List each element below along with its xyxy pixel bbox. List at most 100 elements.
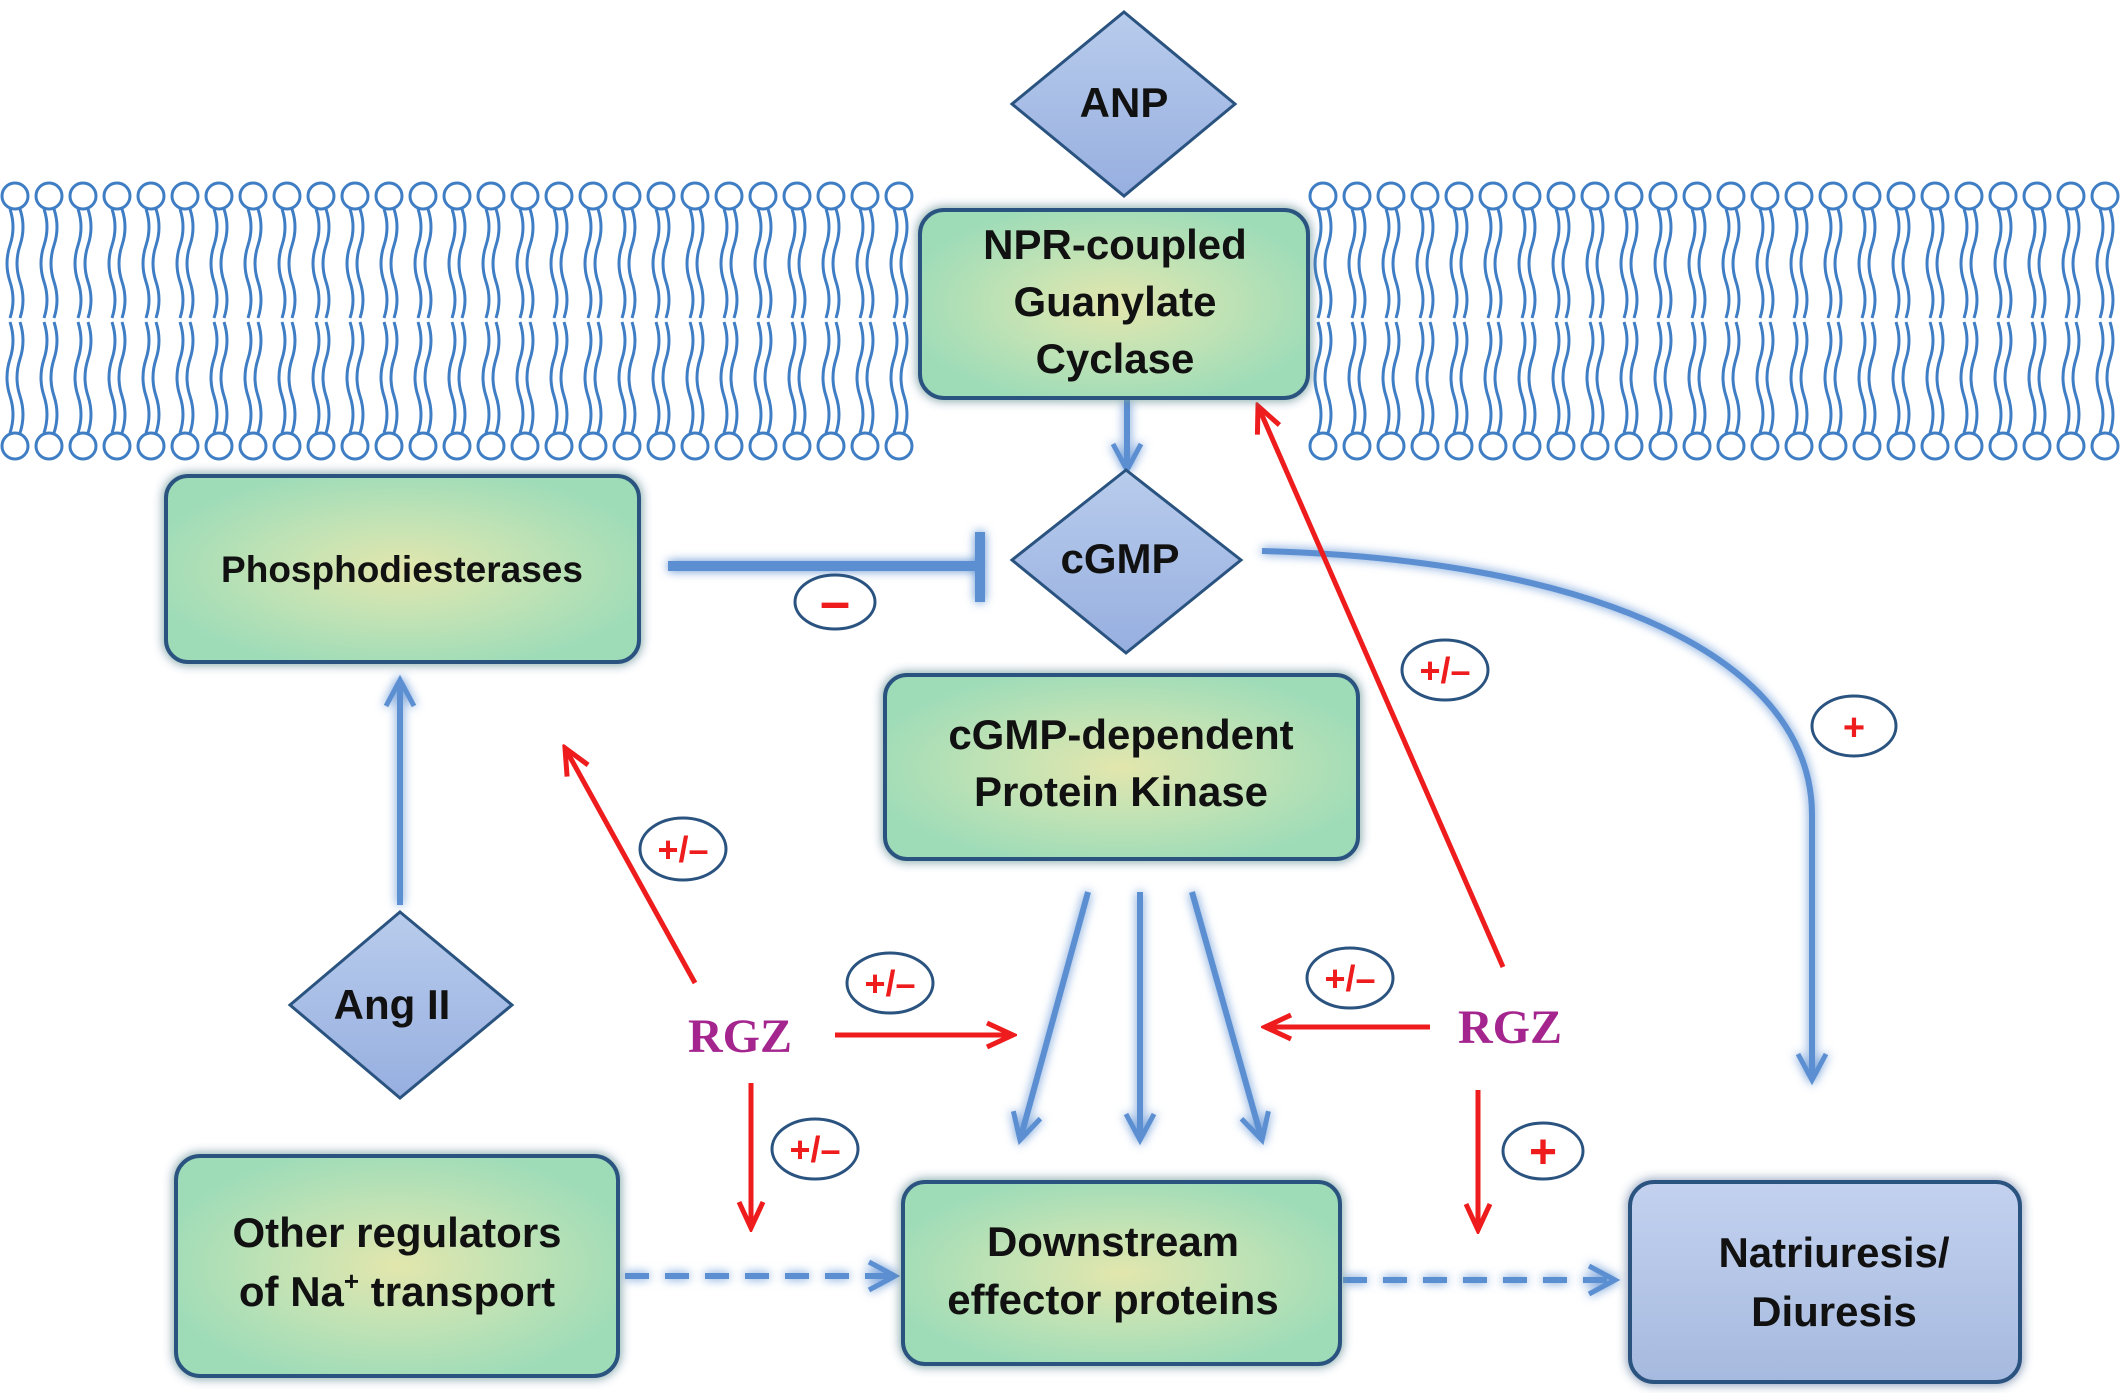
lipid-tail (49, 321, 59, 434)
lipid-head (816, 431, 846, 461)
lipid-head (1342, 181, 1372, 211)
lipid-tail (1323, 321, 1333, 434)
lipid-tail (1697, 208, 1707, 319)
lipid-tail (1357, 321, 1367, 434)
lipid-head (782, 181, 812, 211)
lipid-tail (277, 321, 287, 434)
lipid-tail (73, 208, 83, 319)
lipid-head (2022, 431, 2052, 461)
downstream-line1: Downstream (987, 1218, 1239, 1265)
lipid-tail (219, 208, 229, 319)
lipid-tail (389, 321, 399, 434)
lipid-head (1478, 431, 1508, 461)
lipid-tail (2095, 208, 2105, 319)
lipid-head (510, 181, 540, 211)
sign-rgz-right-down: + (1501, 1121, 1585, 1181)
lipid-head (136, 181, 166, 211)
lipid-head (1920, 181, 1950, 211)
lipid-tail (2071, 208, 2081, 319)
lipid-head (1546, 181, 1576, 211)
lipid-tail (1935, 321, 1945, 434)
lipid-tail (1527, 321, 1537, 434)
lipid-head (340, 431, 370, 461)
lipid-head (612, 181, 642, 211)
lipid-head (1954, 431, 1984, 461)
lipid-tail (1459, 321, 1469, 434)
lipid-head (782, 431, 812, 461)
lipid-tail (243, 321, 253, 434)
lipid-tail (1935, 208, 1945, 319)
lipid-tail (685, 321, 695, 434)
lipid-tail (151, 321, 161, 434)
lipid-tail (1697, 321, 1707, 434)
lipid-tail (2105, 321, 2115, 434)
lipid-tail (1415, 208, 1425, 319)
other-regulators-box (174, 1154, 620, 1378)
lipid-tail (15, 208, 25, 319)
lipid-tail (593, 321, 603, 434)
lipid-tail (5, 208, 15, 319)
lipid-tail (1619, 208, 1629, 319)
rgz-left-label: RGZ (688, 1010, 792, 1063)
cgmp-label: cGMP (1060, 535, 1179, 582)
lipid-tail (2003, 321, 2013, 434)
lipid-head (170, 431, 200, 461)
lipid-tail (253, 208, 263, 319)
lipid-tail (107, 321, 117, 434)
lipid-tail (345, 321, 355, 434)
lipid-tail (1969, 321, 1979, 434)
lipid-tail (1765, 321, 1775, 434)
lipid-head (2056, 181, 2086, 211)
lipid-tail (661, 208, 671, 319)
lipid-head (204, 181, 234, 211)
lipid-tail (1415, 321, 1425, 434)
lipid-head (1886, 431, 1916, 461)
lipid-tail (661, 321, 671, 434)
lipid-tail (1765, 208, 1775, 319)
lipid-head (714, 431, 744, 461)
lipid-tail (243, 208, 253, 319)
lipid-tail (525, 208, 535, 319)
lipid-head (612, 431, 642, 461)
lipid-head (1750, 431, 1780, 461)
lipid-tail (1823, 321, 1833, 434)
lipid-tail (413, 208, 423, 319)
lipid-tail (1595, 208, 1605, 319)
lipid-tail (151, 208, 161, 319)
lipid-tail (1425, 208, 1435, 319)
lipid-tail (287, 321, 297, 434)
svg-text:+: + (1529, 1126, 1557, 1179)
lipid-tail (753, 321, 763, 434)
lipid-tail (1925, 208, 1935, 319)
lipid-head (1988, 431, 2018, 461)
lipid-tail (617, 321, 627, 434)
lipid-head (1852, 431, 1882, 461)
lipid-tail (141, 321, 151, 434)
lipid-head (1410, 181, 1440, 211)
npr-guanylate-cyclase-box (918, 208, 1310, 400)
lipid-head (374, 181, 404, 211)
lipid-tail (1347, 321, 1357, 434)
lipid-tail (1551, 321, 1561, 434)
anp-label: ANP (1080, 79, 1169, 126)
lipid-tail (583, 208, 593, 319)
lipid-head (2090, 431, 2120, 461)
lipid-tail (729, 208, 739, 319)
lipid-head (1444, 431, 1474, 461)
svg-text:+/–: +/– (789, 1129, 840, 1170)
downstream-effectors-box (901, 1180, 1342, 1366)
lipid-head (1818, 431, 1848, 461)
lipid-tail (5, 321, 15, 434)
lipid-tail (457, 321, 467, 434)
lipid-tail (1891, 321, 1901, 434)
lipid-head (34, 431, 64, 461)
lipid-tail (763, 208, 773, 319)
lipid-tail (253, 321, 263, 434)
lipid-tail (1517, 208, 1527, 319)
lipid-tail (447, 321, 457, 434)
lipid-head (374, 431, 404, 461)
lipid-tail (1483, 321, 1493, 434)
lipid-tail (117, 321, 127, 434)
lipid-tail (1595, 321, 1605, 434)
